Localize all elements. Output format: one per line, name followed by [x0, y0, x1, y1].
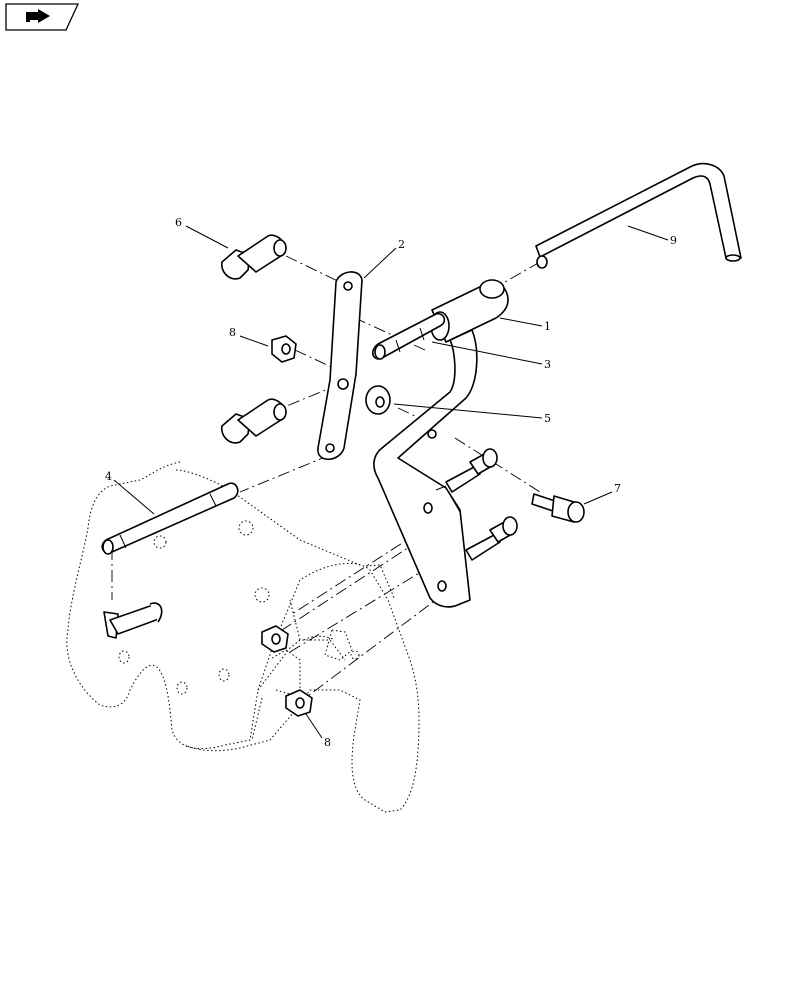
- callout-4: 4: [105, 470, 112, 483]
- part-nut-8-upper: [271, 335, 297, 363]
- part-clip-lower: [103, 602, 163, 639]
- callout-6: 6: [175, 216, 182, 229]
- callout-5: 5: [544, 412, 551, 425]
- part-pin-3: [371, 312, 446, 360]
- part-pin-4: [101, 482, 239, 555]
- part-bolt-lower: [465, 516, 518, 561]
- part-link-plate-2: [317, 271, 363, 461]
- part-bolt-7: [531, 493, 585, 523]
- part-clip-6-upper: [220, 234, 287, 280]
- part-clip-middle: [220, 398, 287, 444]
- part-bracket-1: [373, 279, 509, 608]
- part-rod-9: [535, 162, 742, 269]
- nav-back-button[interactable]: [5, 3, 80, 31]
- return-arrow-icon: [26, 9, 50, 23]
- callout-7: 7: [614, 482, 621, 495]
- callout-8-upper: 8: [229, 326, 236, 339]
- part-bolt-upper: [445, 448, 498, 493]
- callout-1: 1: [544, 320, 551, 333]
- callout-3: 3: [544, 358, 551, 371]
- callout-2: 2: [398, 238, 405, 251]
- part-washer-5: [365, 385, 391, 415]
- phantom-mounting-plate: [66, 461, 420, 813]
- callout-8-lower: 8: [324, 736, 331, 749]
- callout-9: 9: [670, 234, 677, 247]
- leader-lines: [113, 225, 669, 739]
- part-nut-8-mid: [261, 625, 289, 653]
- part-nut-8-lower: [285, 689, 313, 717]
